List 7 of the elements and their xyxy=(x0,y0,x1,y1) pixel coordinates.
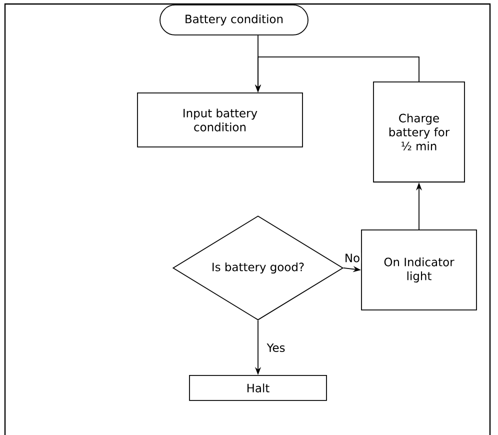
process-box: Halt xyxy=(189,375,327,401)
process-box: On Indicator light xyxy=(361,230,477,310)
edge-label: No xyxy=(346,254,360,262)
terminal-box: Battery condition xyxy=(160,4,308,36)
process-box: Input battery condition xyxy=(137,92,303,148)
process-box: Charge battery for ½ min xyxy=(373,82,465,182)
edge-label: Yes xyxy=(266,343,285,352)
